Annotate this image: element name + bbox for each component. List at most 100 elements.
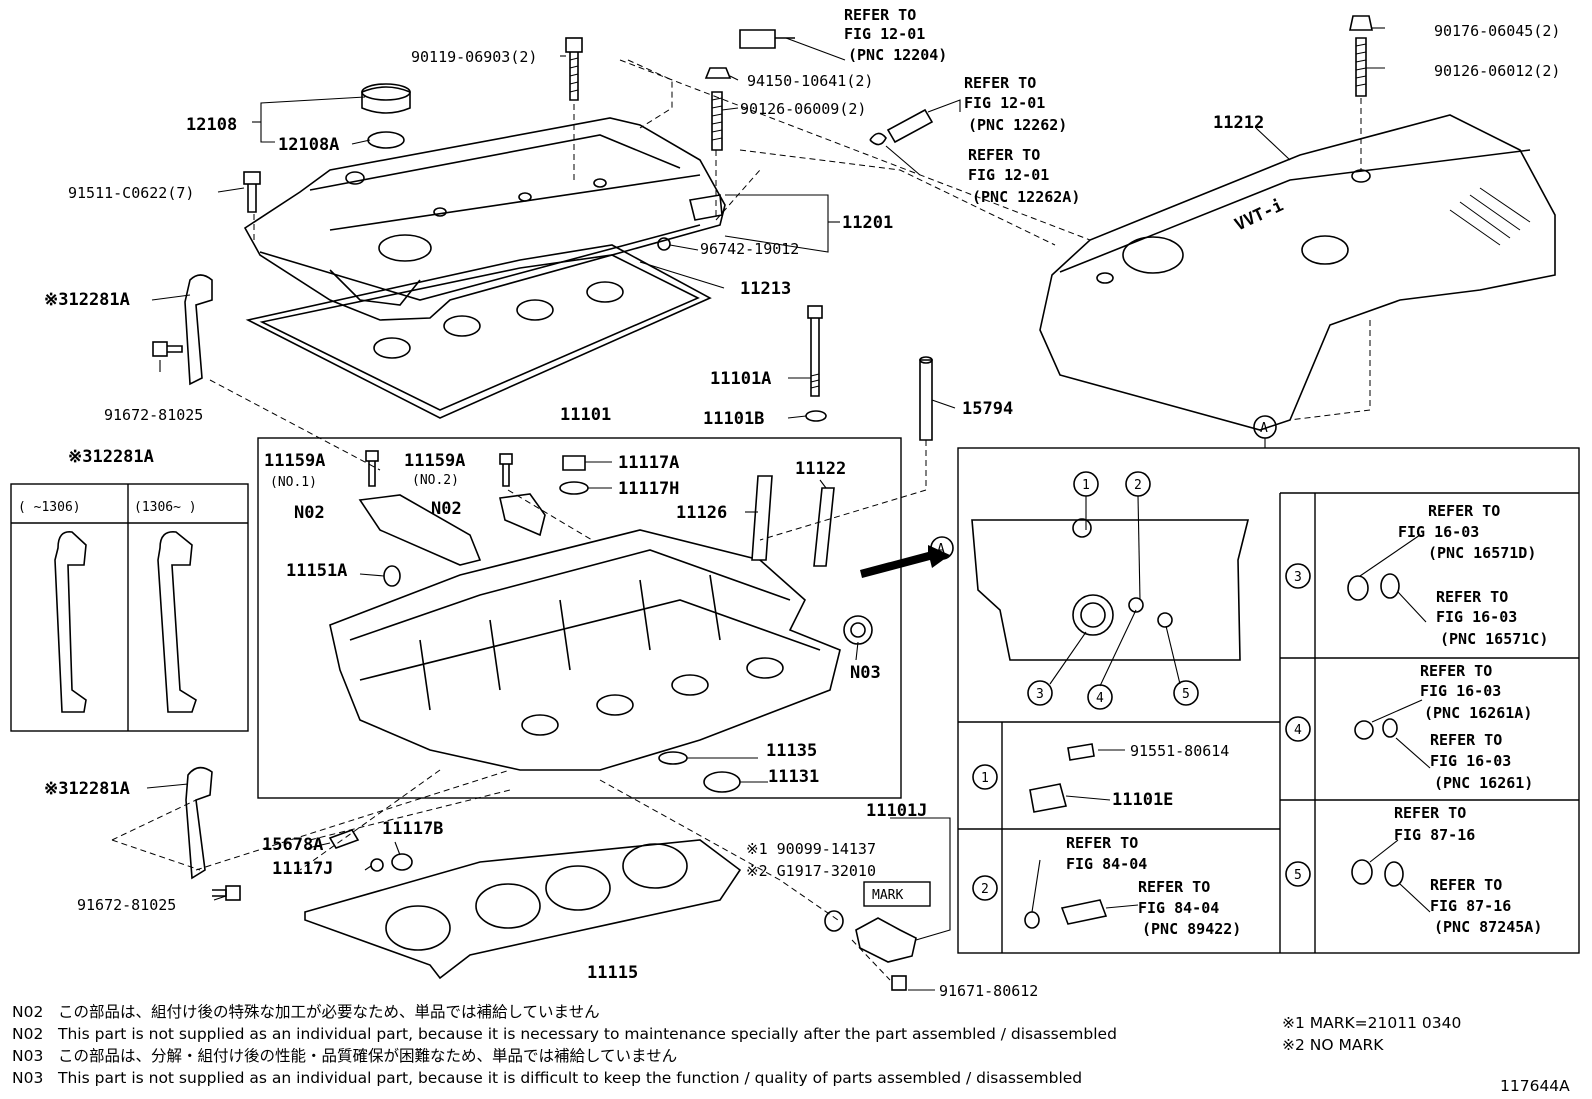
svg-text:5: 5	[1182, 687, 1190, 702]
variant-box-title: ※312281A	[68, 447, 154, 467]
oil-filler-cap-12108[interactable]	[361, 83, 411, 114]
pipe-15794[interactable]	[919, 356, 933, 441]
head-gasket-11115[interactable]	[304, 839, 742, 980]
leader-lines	[146, 27, 1431, 991]
sub4-refer-b-line3: (PNC 16261)	[1434, 774, 1533, 792]
sub2-number: 2	[981, 882, 989, 897]
sensor-11101E[interactable]	[1029, 783, 1068, 813]
refer-top1-line2[interactable]: FIG 12-01	[844, 25, 925, 43]
label-mark: MARK	[872, 888, 903, 903]
engine-hanger-12281A-bottom[interactable]	[185, 766, 213, 880]
bolt-91551[interactable]	[1067, 743, 1095, 761]
label-11201: 11201	[842, 213, 893, 233]
refer-top2-line2[interactable]: FIG 12-01	[964, 94, 1045, 112]
gasket-11117J[interactable]	[370, 858, 384, 872]
label-91672-bottom: 91672-81025	[77, 896, 176, 914]
stud-90126-06012[interactable]	[1355, 37, 1367, 97]
nut-90176[interactable]	[1349, 15, 1373, 31]
bolt-11159A-no1[interactable]	[365, 450, 379, 487]
plug-11117B[interactable]	[391, 853, 413, 871]
sub3-refer-a-line1: REFER TO	[1428, 502, 1500, 520]
note-code-1: N02	[12, 1003, 43, 1021]
hose-clamp-4[interactable]	[1354, 718, 1398, 740]
sub4-number: 4	[1294, 723, 1302, 738]
guide-11122[interactable]	[813, 487, 835, 567]
sub5-refer-b-line3: (PNC 87245A)	[1434, 918, 1542, 936]
nut-94150[interactable]	[704, 67, 732, 79]
label-11159A-no1: 11159A	[264, 451, 325, 471]
pin-15678A[interactable]	[328, 829, 360, 849]
label-90119: 90119-06903(2)	[411, 48, 537, 66]
label-90176: 90176-06045(2)	[1434, 22, 1560, 40]
guide-11126[interactable]	[751, 475, 773, 561]
stud-bolt-11101A[interactable]	[807, 305, 823, 397]
cylinder-head-11101[interactable]	[329, 529, 841, 771]
seal-11131[interactable]	[703, 771, 741, 793]
head-side-view[interactable]	[971, 518, 1250, 661]
cap-gasket-12108A[interactable]	[367, 131, 405, 149]
cam-cap-N02-right[interactable]	[499, 493, 546, 537]
sensor-connector[interactable]	[739, 29, 795, 49]
vacuum-hose-12262[interactable]	[869, 108, 934, 146]
hose-clamp-5[interactable]	[1351, 859, 1404, 887]
label-N03: N03	[850, 663, 881, 683]
note-text-4: This part is not supplied as an individu…	[57, 1069, 1082, 1087]
plug-11117A[interactable]	[562, 455, 586, 471]
sub3-refer-b-line2[interactable]: FIG 16-03	[1436, 608, 1517, 626]
refer-top2-line3: (PNC 12262)	[968, 116, 1067, 134]
sensor-fig84[interactable]	[1060, 899, 1108, 925]
bolt-91511[interactable]	[243, 171, 261, 213]
engine-cover-11212[interactable]	[1039, 114, 1556, 431]
sub3-refer-a-line2[interactable]: FIG 16-03	[1398, 523, 1479, 541]
hose-clamp-3[interactable]	[1347, 573, 1400, 601]
sub2-refer-b-line2[interactable]: FIG 84-04	[1138, 899, 1219, 917]
figure-code: 117644A	[1500, 1077, 1570, 1095]
refer-top3-line2[interactable]: FIG 12-01	[968, 166, 1049, 184]
gasket-11117H[interactable]	[559, 481, 589, 495]
refer-top3-line3: (PNC 12262A)	[972, 188, 1080, 206]
sub5-refer-b-line2[interactable]: FIG 87-16	[1430, 897, 1511, 915]
label-90126-06009: 90126-06009(2)	[740, 100, 866, 118]
label-15678A: 15678A	[262, 835, 323, 855]
engine-hanger-12281A-top[interactable]	[184, 274, 213, 386]
note-text-1: この部品は、組付け後の特殊な加工が必要なため、単品では補給していません	[58, 1003, 600, 1021]
label-11159A-no2-sub: (NO.2)	[412, 473, 459, 488]
seal-washer-96742[interactable]	[657, 237, 671, 251]
note-text-2: This part is not supplied as an individu…	[57, 1025, 1117, 1043]
bolt-11159A-no2[interactable]	[499, 453, 513, 487]
bolt-90119[interactable]	[565, 37, 583, 101]
ring-11135[interactable]	[658, 751, 688, 765]
pin-11151A[interactable]	[383, 565, 401, 587]
oil-control-valve-11101J[interactable]	[824, 910, 917, 963]
sub4-refer-a-line2[interactable]: FIG 16-03	[1420, 682, 1501, 700]
svg-text:4: 4	[1096, 691, 1104, 706]
hanger-variant-late[interactable]	[157, 531, 197, 713]
cam-cap-N02-left[interactable]	[358, 494, 482, 566]
note-code-3: N03	[12, 1047, 43, 1065]
bolt-91672-bottom[interactable]	[212, 885, 241, 901]
sub4-refer-b-line2[interactable]: FIG 16-03	[1430, 752, 1511, 770]
label-12281A-top: ※312281A	[44, 290, 130, 310]
bolt-91671[interactable]	[891, 975, 907, 991]
bolt-91672-top[interactable]	[152, 341, 183, 357]
arrow-to-detail-a	[860, 545, 950, 578]
sub1-part-a: 91551-80614	[1130, 742, 1229, 760]
washer-fig84[interactable]	[1024, 911, 1040, 929]
sub5-number: 5	[1294, 868, 1302, 883]
stud-90126-06009[interactable]	[711, 91, 723, 151]
sub1-number: 1	[981, 771, 989, 786]
sub5-refer-a-line2[interactable]: FIG 87-16	[1394, 826, 1475, 844]
valve-cover-gasket-11213[interactable]	[245, 244, 712, 419]
label-11117A: 11117A	[618, 453, 679, 473]
label-11117H: 11117H	[618, 479, 679, 499]
callout-a-arrow[interactable]: A	[937, 542, 945, 557]
washer-11101B[interactable]	[805, 410, 827, 422]
sub2-refer-a-line2[interactable]: FIG 84-04	[1066, 855, 1147, 873]
sub3-number: 3	[1294, 570, 1302, 585]
label-N02-right: N02	[431, 499, 462, 519]
hanger-variant-early[interactable]	[54, 531, 87, 713]
plug-N03[interactable]	[843, 615, 873, 645]
svg-text:3: 3	[1036, 687, 1044, 702]
label-11117J: 11117J	[272, 859, 333, 879]
valve-cover-11201[interactable]	[243, 117, 726, 321]
